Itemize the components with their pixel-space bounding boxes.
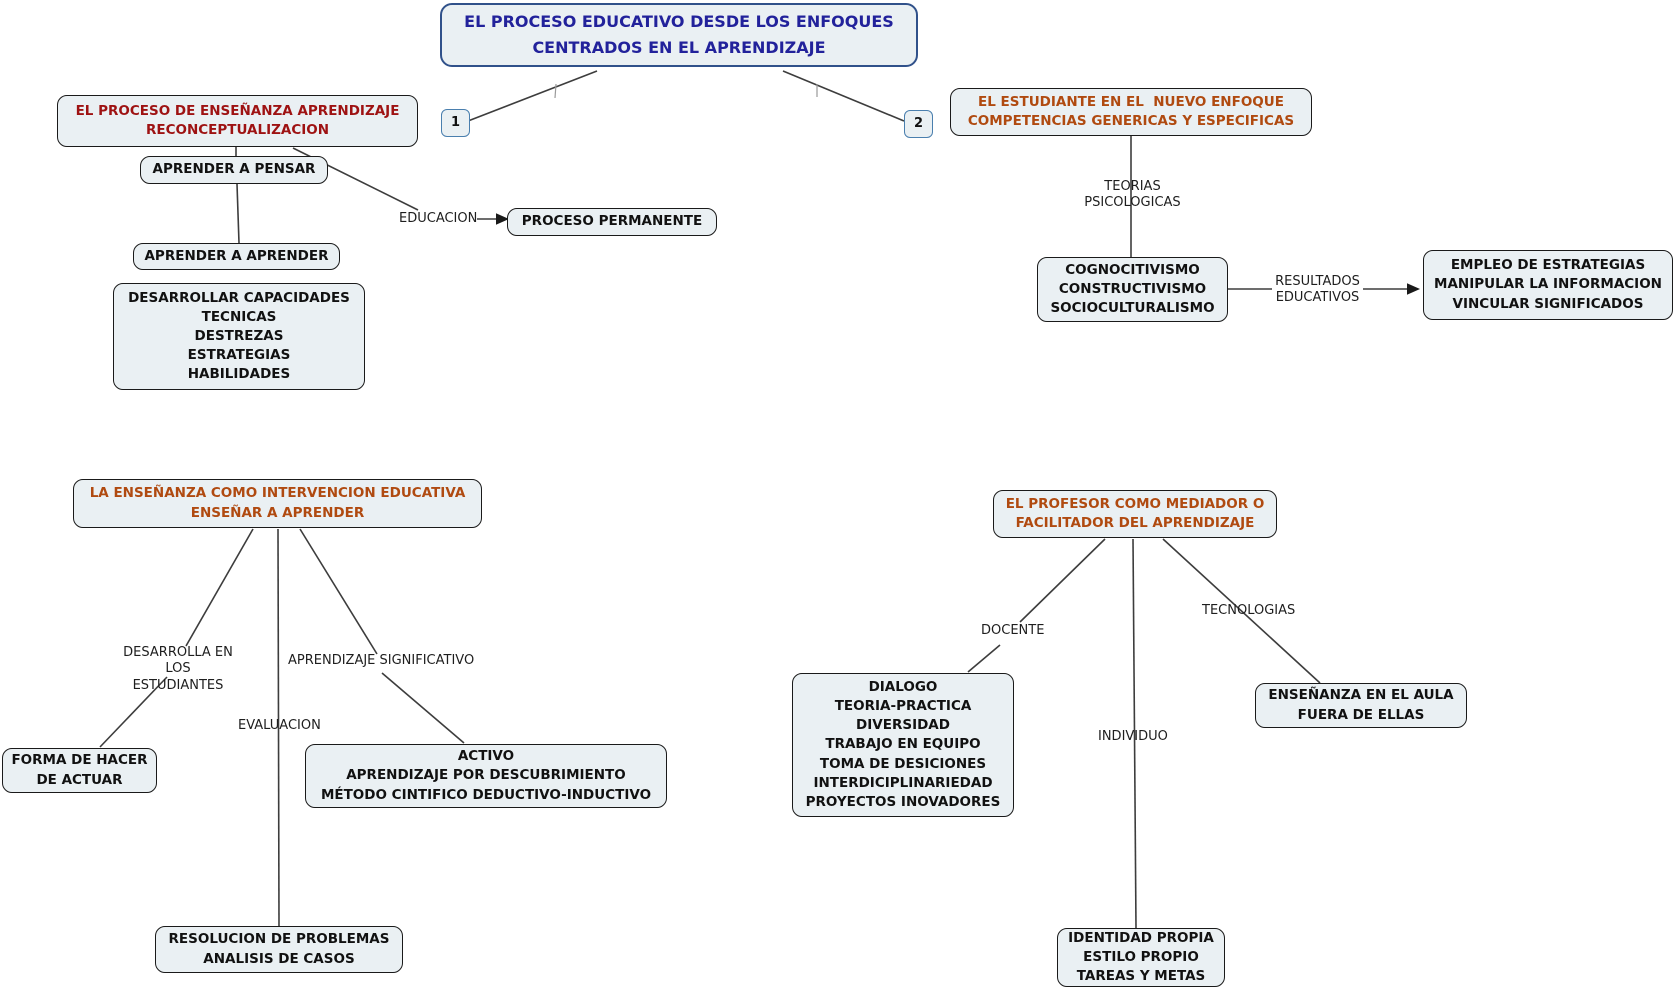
node-proceso-ensenanza[interactable]: EL PROCESO DE ENSEÑANZA APRENDIZAJE RECO…: [57, 95, 418, 147]
edge-intervencion-desarrolla-1: [185, 528, 254, 647]
node-profesor-mediador[interactable]: EL PROFESOR COMO MEDIADOR O FACILITADOR …: [993, 490, 1277, 538]
node-identidad-propia[interactable]: IDENTIDAD PROPIA ESTILO PROPIO TAREAS Y …: [1057, 928, 1225, 987]
link-label-docente[interactable]: DOCENTE: [981, 623, 1045, 638]
arrowhead-educacion: [496, 213, 509, 225]
link-label-individuo[interactable]: INDIVIDUO: [1098, 729, 1168, 744]
edge-profesor-docente-2: [967, 644, 1001, 673]
edge-profesor-docente-1: [1019, 538, 1106, 623]
link-label-resultados-educativos[interactable]: RESULTADOS EDUCATIVOS: [1275, 274, 1360, 306]
link-label-aprendizaje-significativo[interactable]: APRENDIZAJE SIGNIFICATIVO: [288, 653, 475, 668]
tick-mark-left: [554, 83, 557, 99]
node-activo-descubrimiento[interactable]: ACTIVO APRENDIZAJE POR DESCUBRIMIENTO MÉ…: [305, 744, 667, 808]
edge-title-num1: [467, 70, 598, 122]
link-label-tecnologias[interactable]: TECNOLOGIAS: [1202, 603, 1296, 618]
edge-intervencion-significativo-2: [381, 672, 465, 744]
edge-title-num2: [782, 70, 905, 122]
node-estudiante-nuevo-enfoque[interactable]: EL ESTUDIANTE EN EL NUEVO ENFOQUE COMPET…: [950, 88, 1312, 136]
edge-intervencion-evaluacion: [277, 528, 280, 927]
node-number-1[interactable]: 1: [441, 109, 470, 137]
node-resolucion-problemas[interactable]: RESOLUCION DE PROBLEMAS ANALISIS DE CASO…: [155, 926, 403, 973]
node-ensenanza-aula[interactable]: ENSEÑANZA EN EL AULA FUERA DE ELLAS: [1255, 683, 1467, 728]
node-aprender-a-pensar[interactable]: APRENDER A PENSAR: [140, 156, 328, 184]
node-proceso-permanente[interactable]: PROCESO PERMANENTE: [507, 208, 717, 236]
edge-intervencion-significativo-1: [299, 528, 378, 655]
node-empleo-estrategias[interactable]: EMPLEO DE ESTRATEGIAS MANIPULAR LA INFOR…: [1423, 250, 1673, 320]
node-title[interactable]: EL PROCESO EDUCATIVO DESDE LOS ENFOQUES …: [440, 3, 918, 67]
edge-intervencion-desarrolla-2: [99, 676, 168, 748]
link-label-evaluacion[interactable]: EVALUACION: [238, 718, 321, 733]
node-aprender-a-aprender[interactable]: APRENDER A APRENDER: [133, 243, 340, 270]
node-forma-de-hacer[interactable]: FORMA DE HACER DE ACTUAR: [2, 748, 157, 793]
node-dialogo-lista[interactable]: DIALOGO TEORIA-PRACTICA DIVERSIDAD TRABA…: [792, 673, 1014, 817]
node-cognocitivismo[interactable]: COGNOCITIVISMO CONSTRUCTIVISMO SOCIOCULT…: [1037, 257, 1228, 322]
node-number-2[interactable]: 2: [904, 110, 933, 138]
edge-pensar-aprender: [236, 183, 240, 244]
node-ensenanza-intervencion[interactable]: LA ENSEÑANZA COMO INTERVENCION EDUCATIVA…: [73, 479, 482, 528]
node-desarrollar-capacidades[interactable]: DESARROLLAR CAPACIDADES TECNICAS DESTREZ…: [113, 283, 365, 390]
link-label-educacion[interactable]: EDUCACION: [399, 211, 478, 226]
edge-profesor-individuo: [1132, 538, 1137, 929]
edge-profesor-tecnologias: [1162, 538, 1321, 684]
link-label-teorias-psicologicas[interactable]: TEORIAS PSICOLOGICAS: [1084, 179, 1181, 211]
link-label-desarrolla-estudiantes[interactable]: DESARROLLA EN LOS ESTUDIANTES: [123, 645, 233, 693]
arrowhead-resultados: [1407, 283, 1420, 295]
